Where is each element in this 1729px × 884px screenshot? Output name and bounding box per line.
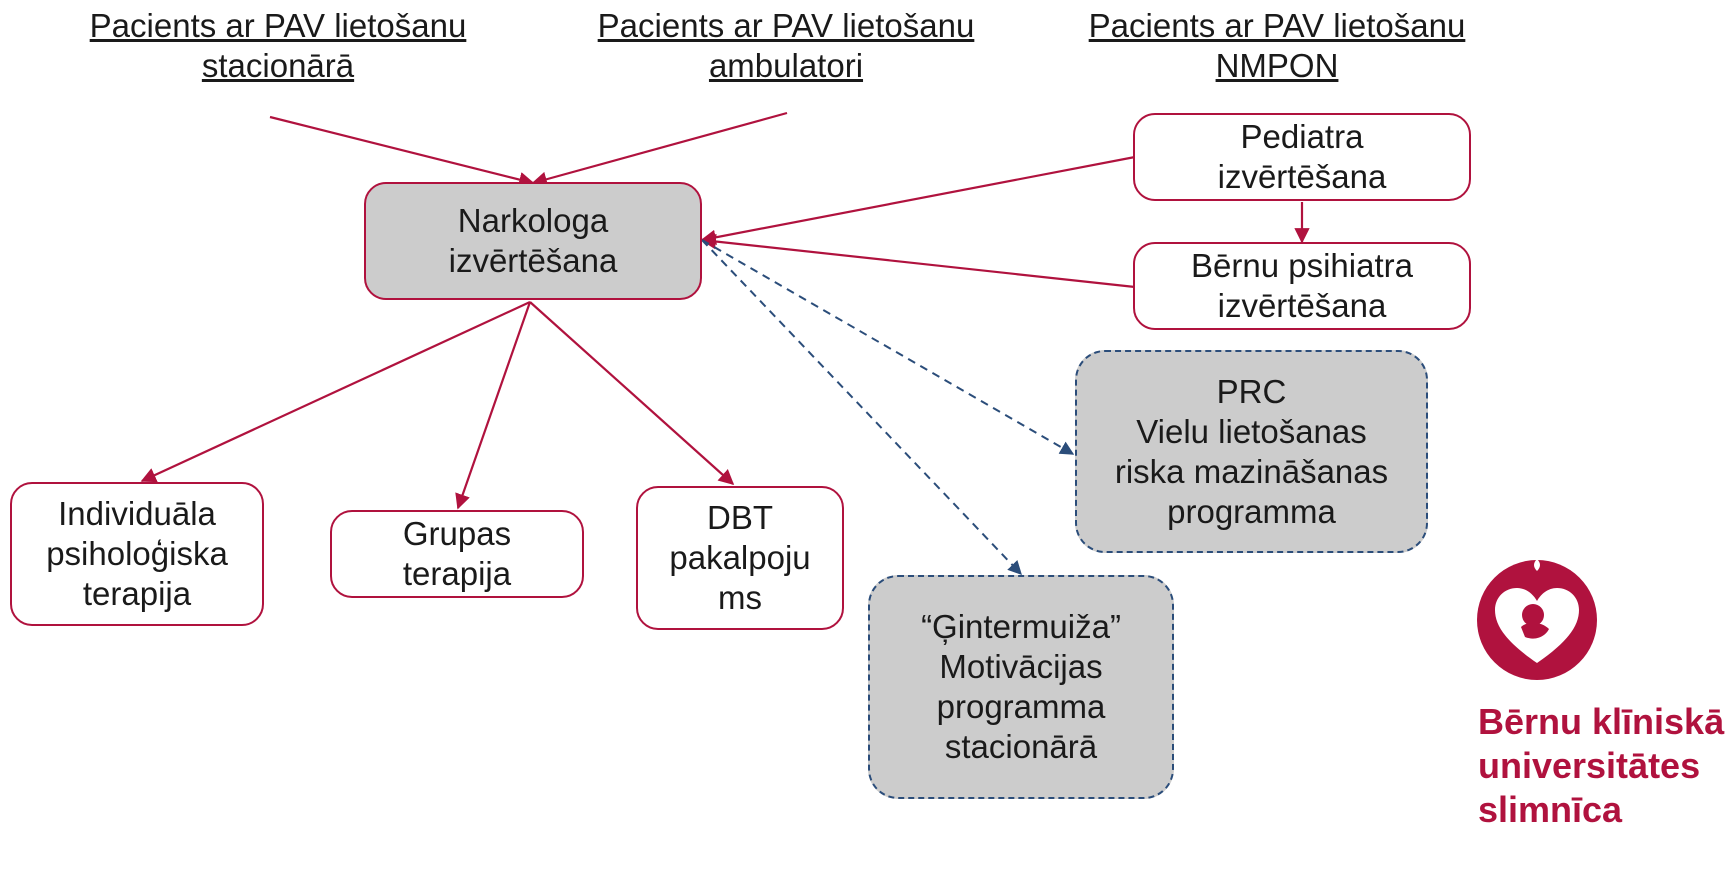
node-individual-therapy: Individuāla psiholoģiska terapija (10, 482, 264, 626)
node-dbt-line-2: pakalpoju (669, 539, 811, 576)
node-individual-line-3: terapija (82, 575, 192, 612)
logo-line-1: Bērnu klīniskā (1478, 701, 1725, 742)
source-outpatient: Pacients ar PAV lietošanu ambulatori (556, 6, 1016, 86)
node-gintermuiza-line-2: Motivācijas (939, 648, 1103, 685)
node-psychiatrist-line-2: izvērtēšana (1217, 287, 1387, 324)
source-stationary: Pacients ar PAV lietošanu stacionārā (48, 6, 508, 86)
source-stationary-line-1: Pacients ar PAV lietošanu (89, 7, 467, 44)
node-gintermuiza-line-3: programma (936, 688, 1106, 725)
source-outpatient-line-1: Pacients ar PAV lietošanu (597, 7, 975, 44)
node-dbt-service: DBT pakalpoju ms (636, 486, 844, 630)
node-psychiatrist-line-1: Bērnu psihiatra (1191, 247, 1413, 284)
source-emergency-line-1: Pacients ar PAV lietošanu (1088, 7, 1466, 44)
node-pediatrician-assessment: Pediatra izvērtēšana (1133, 113, 1471, 201)
arrow-pediatrician-to-narcologist (700, 155, 1136, 245)
arrow-psychiatrist-to-narcologist (700, 233, 1136, 289)
node-pediatrician-line-1: Pediatra (1240, 118, 1364, 155)
arrow-narcologist-to-dbt (529, 301, 735, 486)
heart-mother-child-icon (1477, 559, 1597, 680)
node-narcologist-line-2: izvērtēšana (448, 242, 618, 279)
source-stationary-line-2: stacionārā (201, 47, 355, 84)
node-prc-line-4: programma (1167, 492, 1336, 530)
arrow-stationary-to-narcologist (269, 115, 535, 188)
node-prc-line-1: PRC (1216, 372, 1287, 410)
node-narcologist-assessment: Narkologa izvērtēšana (364, 182, 702, 300)
node-prc-line-3: riska mazināšanas (1114, 452, 1389, 490)
source-emergency: Pacients ar PAV lietošanu NMPON (1047, 6, 1507, 86)
arrow-narcologist-to-group (455, 301, 532, 510)
node-gintermuiza-line-1: “Ģintermuiža” (921, 608, 1121, 645)
logo-line-3: slimnīca (1478, 789, 1623, 830)
source-emergency-line-2: NMPON (1215, 47, 1339, 84)
node-child-psychiatrist-assessment: Bērnu psihiatra izvērtēšana (1133, 242, 1471, 330)
node-prc-line-2: Vielu lietošanas (1136, 412, 1367, 450)
node-individual-line-1: Individuāla (58, 495, 216, 532)
node-prc-program: PRC Vielu lietošanas riska mazināšanas p… (1075, 350, 1428, 553)
node-group-line-1: Grupas (402, 515, 512, 552)
logo-line-2: universitātes (1478, 745, 1701, 786)
node-dbt-line-1: DBT (707, 499, 773, 536)
dashed-arrow-narcologist-to-gintermuiza (701, 239, 1022, 576)
node-gintermuiza-program: “Ģintermuiža” Motivācijas programma stac… (868, 575, 1174, 799)
arrow-narcologist-to-individual (140, 301, 531, 483)
node-pediatrician-line-2: izvērtēšana (1217, 158, 1387, 195)
hospital-logo-text: Bērnu klīniskā universitātes slimnīca (1478, 700, 1724, 832)
arrow-outpatient-to-narcologist (531, 111, 788, 187)
node-group-therapy: Grupas terapija (330, 510, 584, 598)
node-gintermuiza-line-4: stacionārā (944, 728, 1098, 765)
node-group-line-2: terapija (402, 555, 512, 592)
node-individual-line-2: psiholoģiska (46, 535, 228, 572)
node-narcologist-line-1: Narkologa (457, 202, 609, 239)
source-outpatient-line-2: ambulatori (708, 47, 864, 84)
dashed-arrow-narcologist-to-prc (701, 239, 1075, 455)
node-dbt-line-3: ms (718, 579, 762, 616)
